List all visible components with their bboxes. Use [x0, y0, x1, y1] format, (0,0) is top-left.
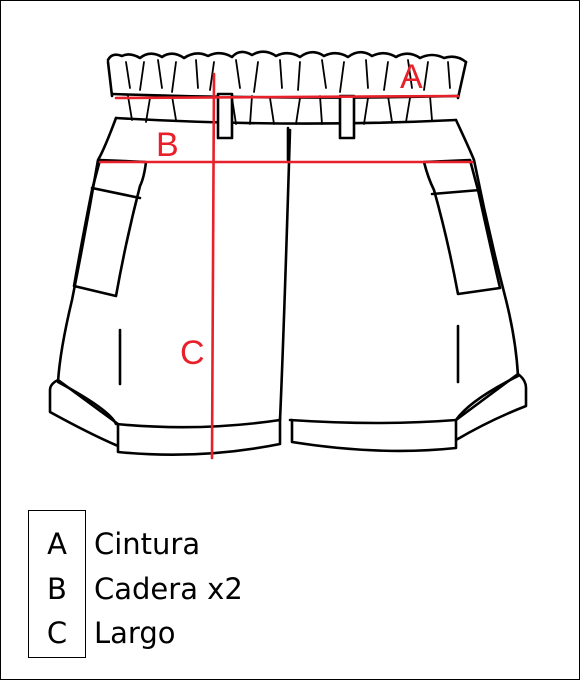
legend-letter: C: [46, 616, 68, 650]
measure-label-b: B: [156, 126, 179, 164]
measure-line-c: [210, 72, 216, 460]
legend-letter: A: [47, 527, 67, 561]
right-cuff: [290, 372, 528, 453]
legend-description: Largo: [94, 616, 176, 650]
legend-letter: B: [47, 572, 67, 606]
waistband-top-line: [106, 60, 468, 100]
left-leg-outline: [56, 116, 292, 429]
measure-line-a: [114, 94, 460, 100]
right-leg-outline: [288, 118, 520, 425]
left-cuff: [48, 378, 282, 456]
waistband-ruffle: [106, 50, 468, 64]
waistband-bottom: [114, 116, 458, 125]
ruffle-gathers: [125, 59, 451, 125]
legend-description: Cadera x2: [94, 572, 243, 606]
belt-loop-left: [216, 92, 234, 140]
left-pocket: [72, 158, 148, 298]
legend-letter-box: [28, 510, 86, 658]
measure-label-a: A: [400, 58, 423, 96]
belt-loop-right: [338, 94, 356, 140]
legend-description: Cintura: [94, 527, 201, 561]
right-pocket: [422, 158, 502, 296]
measure-label-c: C: [180, 334, 205, 372]
